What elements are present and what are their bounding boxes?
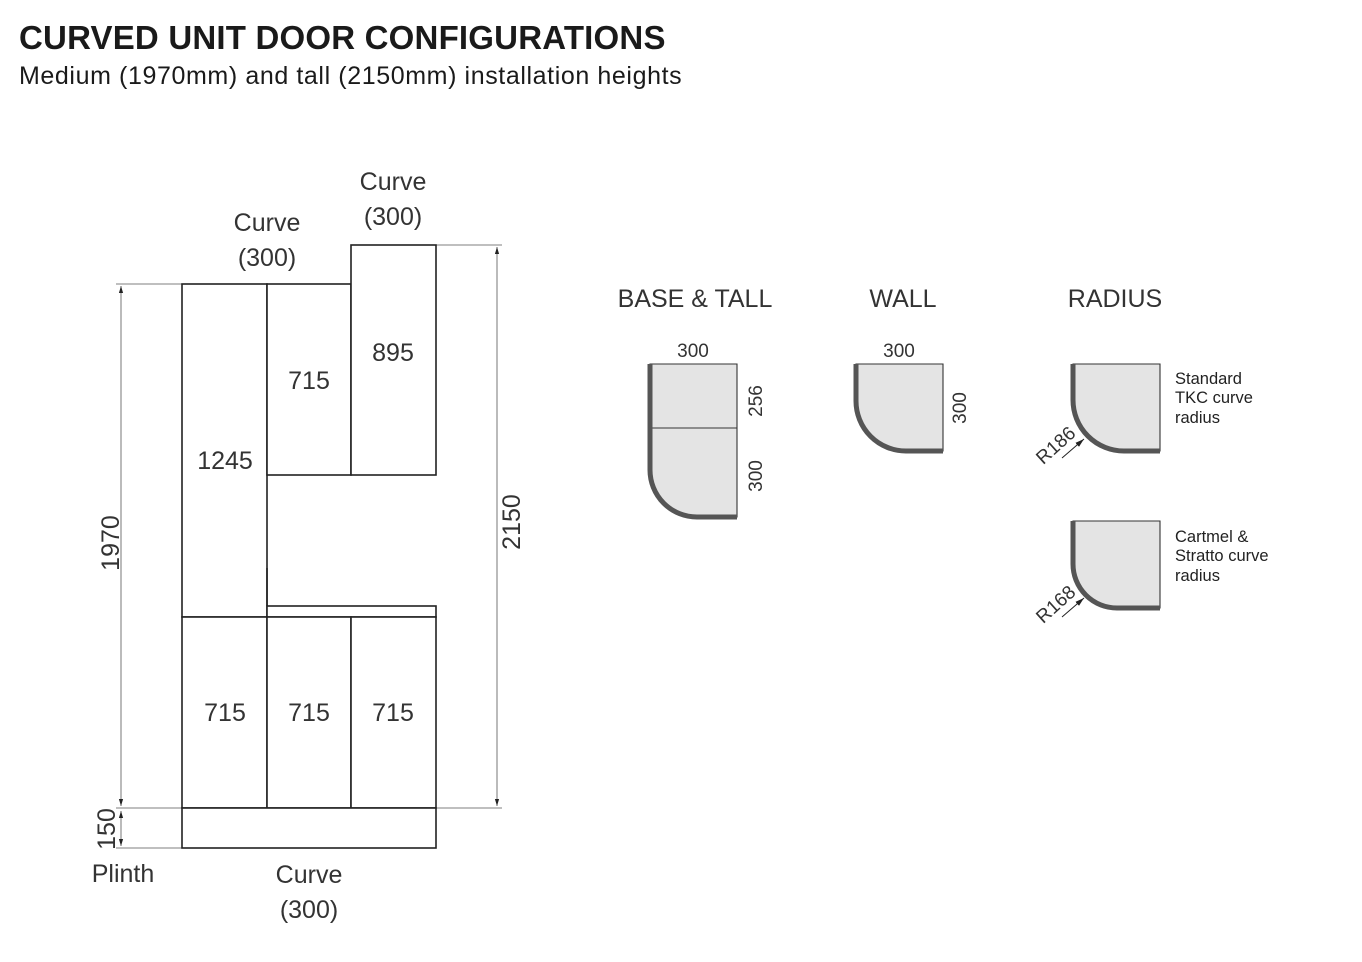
worktop-strip — [266, 605, 437, 618]
standard-note-line-1: Standard — [1175, 370, 1242, 388]
dimension-label-2150: 2150 — [498, 494, 526, 550]
radius-section: RADIUS R186 Standard TKC curve radius R1… — [1032, 285, 1268, 628]
cartmel-radius-arrow — [1061, 597, 1085, 618]
door-label-base-left: 715 — [204, 699, 246, 727]
wall-section: WALL 300 300 — [853, 285, 971, 454]
wall-height: 300 — [950, 392, 971, 424]
standard-note-line-3: radius — [1175, 409, 1220, 427]
base-tall-section: BASE & TALL 300 256 300 — [618, 285, 773, 520]
curve-size-wall-right: (300) — [364, 203, 422, 231]
wall-curve-edge — [853, 364, 943, 454]
wall-heading: WALL — [869, 285, 936, 313]
base-tall-upper-height: 256 — [746, 385, 767, 417]
base-tall-door-panel — [649, 363, 738, 518]
dimension-label-150: 150 — [93, 808, 121, 850]
standard-curve-edge — [1070, 364, 1160, 454]
door-label-base-right: 715 — [372, 699, 414, 727]
door-label-wall-895: 895 — [372, 339, 414, 367]
curve-label-plinth: Curve — [276, 861, 343, 889]
plinth-label: Plinth — [92, 860, 155, 888]
standard-radius-value: R186 — [1032, 423, 1080, 469]
page-title: CURVED UNIT DOOR CONFIGURATIONS — [19, 19, 666, 56]
base-tall-heading: BASE & TALL — [618, 285, 773, 313]
door-label-base-middle: 715 — [288, 699, 330, 727]
cartmel-note-line-1: Cartmel & — [1175, 528, 1248, 546]
standard-radius-arrow — [1061, 438, 1085, 459]
radius-heading: RADIUS — [1068, 285, 1162, 313]
curve-size-plinth: (300) — [280, 896, 338, 924]
curve-label-wall-left: Curve — [234, 209, 301, 237]
cartmel-note-line-2: Stratto curve — [1175, 547, 1269, 565]
curve-label-wall-right: Curve — [360, 168, 427, 196]
wall-width: 300 — [883, 341, 915, 362]
standard-radius-panel — [1072, 363, 1161, 452]
elevation-drawing: 1245 715 895 715 715 715 Curve (300) Cur… — [92, 168, 526, 924]
dimension-label-1970: 1970 — [97, 515, 125, 571]
base-tall-lower-height: 300 — [746, 460, 767, 492]
wall-door-895 — [350, 244, 437, 476]
page-subtitle: Medium (1970mm) and tall (2150mm) instal… — [19, 62, 683, 90]
cartmel-radius-value: R168 — [1032, 582, 1080, 628]
plinth-panel — [181, 807, 437, 849]
curve-size-wall-left: (300) — [238, 244, 296, 272]
base-tall-curve-edge — [647, 364, 737, 520]
door-label-1245: 1245 — [197, 447, 253, 475]
base-tall-width: 300 — [677, 341, 709, 362]
cartmel-note-line-3: radius — [1175, 567, 1220, 585]
door-label-wall-715: 715 — [288, 367, 330, 395]
base-door-left — [181, 616, 268, 809]
standard-note-line-2: TKC curve — [1175, 389, 1253, 407]
cartmel-curve-edge — [1070, 521, 1160, 611]
